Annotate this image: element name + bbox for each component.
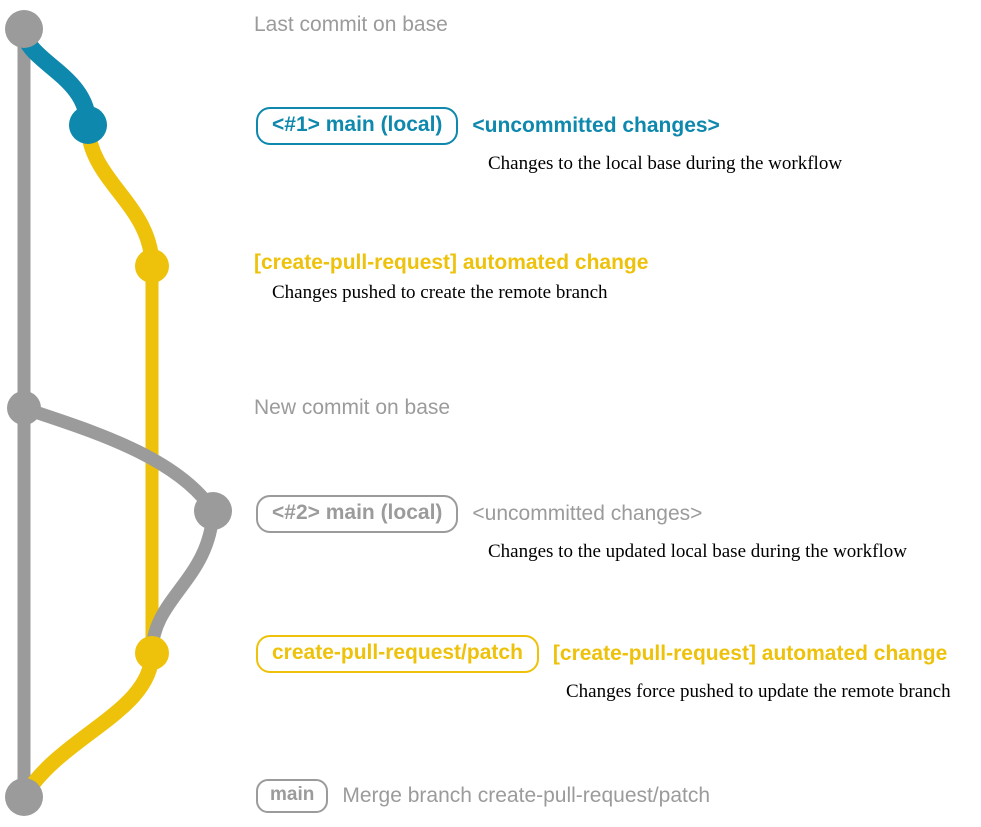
annotation-local-2: <#2> main (local) <uncommitted changes> …: [256, 495, 907, 563]
annotation-new-commit-on-base: New commit on base: [254, 396, 451, 419]
annotation-row: [create-pull-request] automated change: [254, 251, 649, 274]
annotation-row: New commit on base: [254, 396, 451, 419]
commit-note: Changes to the updated local base during…: [488, 541, 907, 563]
annotation-remote-update: create-pull-request/patch [create-pull-r…: [256, 635, 951, 703]
commit-node-new-commit-on-base[interactable]: [7, 391, 41, 425]
commit-node-remote-update[interactable]: [135, 636, 169, 670]
annotation-merge: main Merge branch create-pull-request/pa…: [256, 779, 710, 813]
annotation-row: Last commit on base: [254, 13, 448, 36]
commit-subject: Merge branch create-pull-request/patch: [342, 783, 711, 807]
annotation-row: <#1> main (local) <uncommitted changes>: [256, 107, 842, 146]
commit-node-merge[interactable]: [5, 778, 43, 816]
commit-subject: <uncommitted changes>: [472, 502, 703, 525]
commit-node-local-1[interactable]: [69, 106, 107, 144]
annotation-last-commit-on-base: Last commit on base: [254, 13, 448, 36]
commit-subject: Last commit on base: [254, 13, 448, 36]
edge-local2-to-remote-update: [145, 504, 220, 660]
annotation-row: main Merge branch create-pull-request/pa…: [256, 779, 710, 813]
edge-base-to-local2: [17, 401, 220, 518]
ref-badge-local-1[interactable]: <#1> main (local): [256, 107, 459, 146]
commit-subject: [create-pull-request] automated change: [254, 251, 649, 274]
commit-note: Changes force pushed to update the remot…: [566, 681, 951, 703]
commit-graph: [5, 10, 232, 816]
edge-remote-merge-to-base: [16, 645, 160, 805]
annotation-row: create-pull-request/patch [create-pull-r…: [256, 635, 951, 674]
commit-subject: <uncommitted changes>: [472, 114, 720, 137]
ref-badge-local-2[interactable]: <#2> main (local): [256, 495, 459, 534]
ref-badge-main[interactable]: main: [256, 779, 329, 813]
annotation-row: <#2> main (local) <uncommitted changes>: [256, 495, 907, 534]
commit-subject: New commit on base: [254, 396, 451, 419]
annotation-remote-create: [create-pull-request] automated change C…: [254, 251, 649, 304]
commit-node-last-commit-on-base[interactable]: [5, 10, 43, 48]
commit-note: Changes pushed to create the remote bran…: [272, 282, 608, 304]
commit-node-remote-create[interactable]: [135, 249, 169, 283]
commit-node-local-2[interactable]: [194, 492, 232, 530]
ref-badge-remote-patch[interactable]: create-pull-request/patch: [256, 635, 539, 674]
annotation-local-1: <#1> main (local) <uncommitted changes> …: [256, 107, 842, 175]
commit-note: Changes to the local base during the wor…: [488, 153, 843, 175]
commit-subject: [create-pull-request] automated change: [552, 642, 948, 665]
